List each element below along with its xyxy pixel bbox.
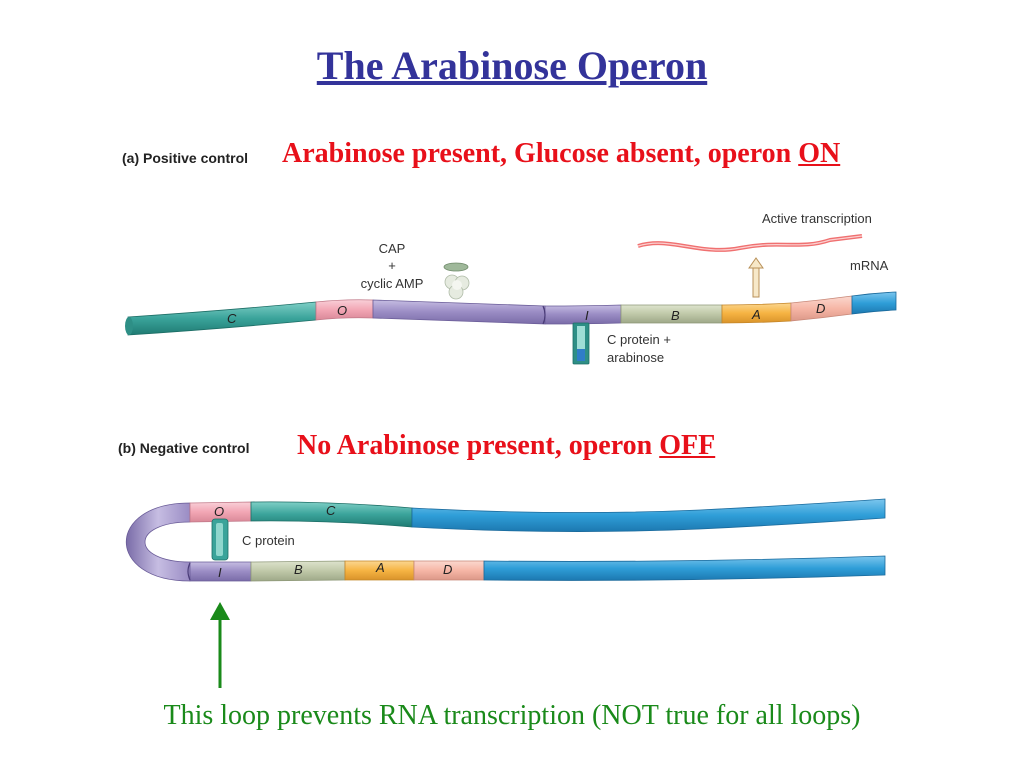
mrna-strand xyxy=(637,234,863,252)
dna-downstream xyxy=(851,291,897,315)
segment-label-o: O xyxy=(337,303,347,318)
loop-label-i: I xyxy=(218,565,222,580)
segment-label-c: C xyxy=(227,311,237,326)
gene-segment-c xyxy=(127,301,317,336)
panel-a-headline-text: Arabinose present, Glucose absent, opero… xyxy=(282,138,799,169)
loop-top-downstream xyxy=(411,498,886,532)
loop-caption: This loop prevents RNA transcription (NO… xyxy=(163,700,861,731)
active-transcription-label: Active transcription xyxy=(762,211,872,226)
loop-label-o: O xyxy=(214,504,224,519)
cyclic-amp-label: cyclic AMP xyxy=(361,276,424,291)
panel-a-headline: Arabinose present, Glucose absent, opero… xyxy=(282,138,840,170)
c-protein-label: C protein xyxy=(242,533,295,548)
page-title: The Arabinose Operon xyxy=(316,43,708,88)
mrna-strand-highlight xyxy=(637,235,863,251)
transcription-arrow-icon xyxy=(748,257,764,298)
c-protein-arabinose-label: C protein + xyxy=(607,332,671,347)
panel-b-dna-loop xyxy=(125,498,886,582)
loop-label-d: D xyxy=(443,562,452,577)
panel-a-label: (a) Positive control xyxy=(122,150,249,166)
segment-label-b: B xyxy=(671,308,680,323)
c-protein-arabinose-label-line2: arabinose xyxy=(607,350,664,365)
panel-a-operon-state: ON xyxy=(798,138,841,169)
panel-b-operon-state: OFF xyxy=(659,430,716,461)
c-protein-arabinose-icon xyxy=(572,322,590,365)
cap-plus-label: + xyxy=(388,258,396,273)
panel-b-label: (b) Negative control xyxy=(118,440,250,456)
segment-label-a: A xyxy=(751,307,761,322)
panel-a-dna xyxy=(125,291,897,336)
cap-label: CAP xyxy=(379,241,406,256)
panel-b-headline: No Arabinose present, operon OFF xyxy=(297,430,715,462)
loop-label-c: C xyxy=(326,503,336,518)
loop-label-b: B xyxy=(294,562,303,577)
segment-divider xyxy=(542,305,546,325)
dna-end-left xyxy=(125,317,133,335)
segment-label-i: I xyxy=(585,308,589,323)
promoter-region xyxy=(372,299,546,325)
mrna-label: mRNA xyxy=(850,258,889,273)
gene-segment-i xyxy=(544,304,622,325)
segment-label-d: D xyxy=(816,301,825,316)
cap-camp-complex-icon xyxy=(443,262,470,300)
up-arrow-icon xyxy=(210,602,230,688)
loop-divider xyxy=(187,562,191,581)
loop-label-a: A xyxy=(375,560,385,575)
dna-loop-bend xyxy=(125,502,191,582)
loop-bottom-downstream xyxy=(483,555,886,581)
c-protein-icon xyxy=(211,518,229,561)
panel-b-headline-text: No Arabinose present, operon xyxy=(297,430,660,461)
